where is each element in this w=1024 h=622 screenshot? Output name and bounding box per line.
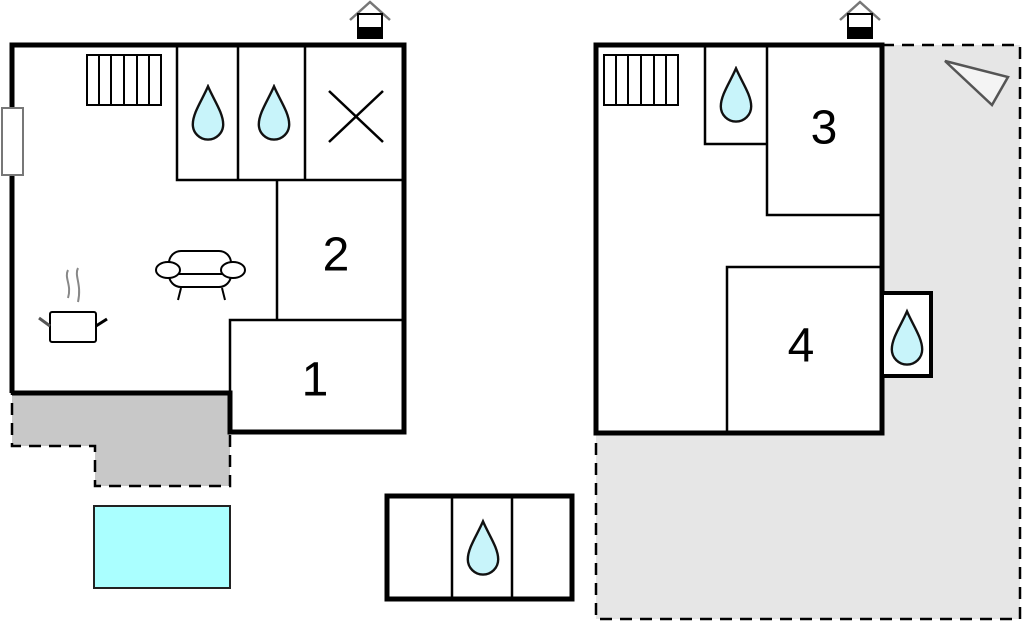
cooking-pot-icon [38,267,108,343]
heater-icon [86,54,162,106]
room-1-label: 1 [302,354,329,407]
chimney-icon [838,0,882,40]
annex-building [384,493,575,602]
room-4-label: 4 [788,320,815,373]
compass-triangle-icon [944,59,1010,107]
room-2-label: 2 [323,229,350,282]
pool-icon [93,505,231,589]
cross-icon [328,90,384,143]
room-3-label: 3 [811,102,838,155]
terrace-area [10,391,232,488]
window-icon [1,107,24,176]
chimney-icon [348,0,392,40]
heater-icon [603,54,679,106]
right-building [593,42,933,436]
sofa-icon [155,250,246,301]
